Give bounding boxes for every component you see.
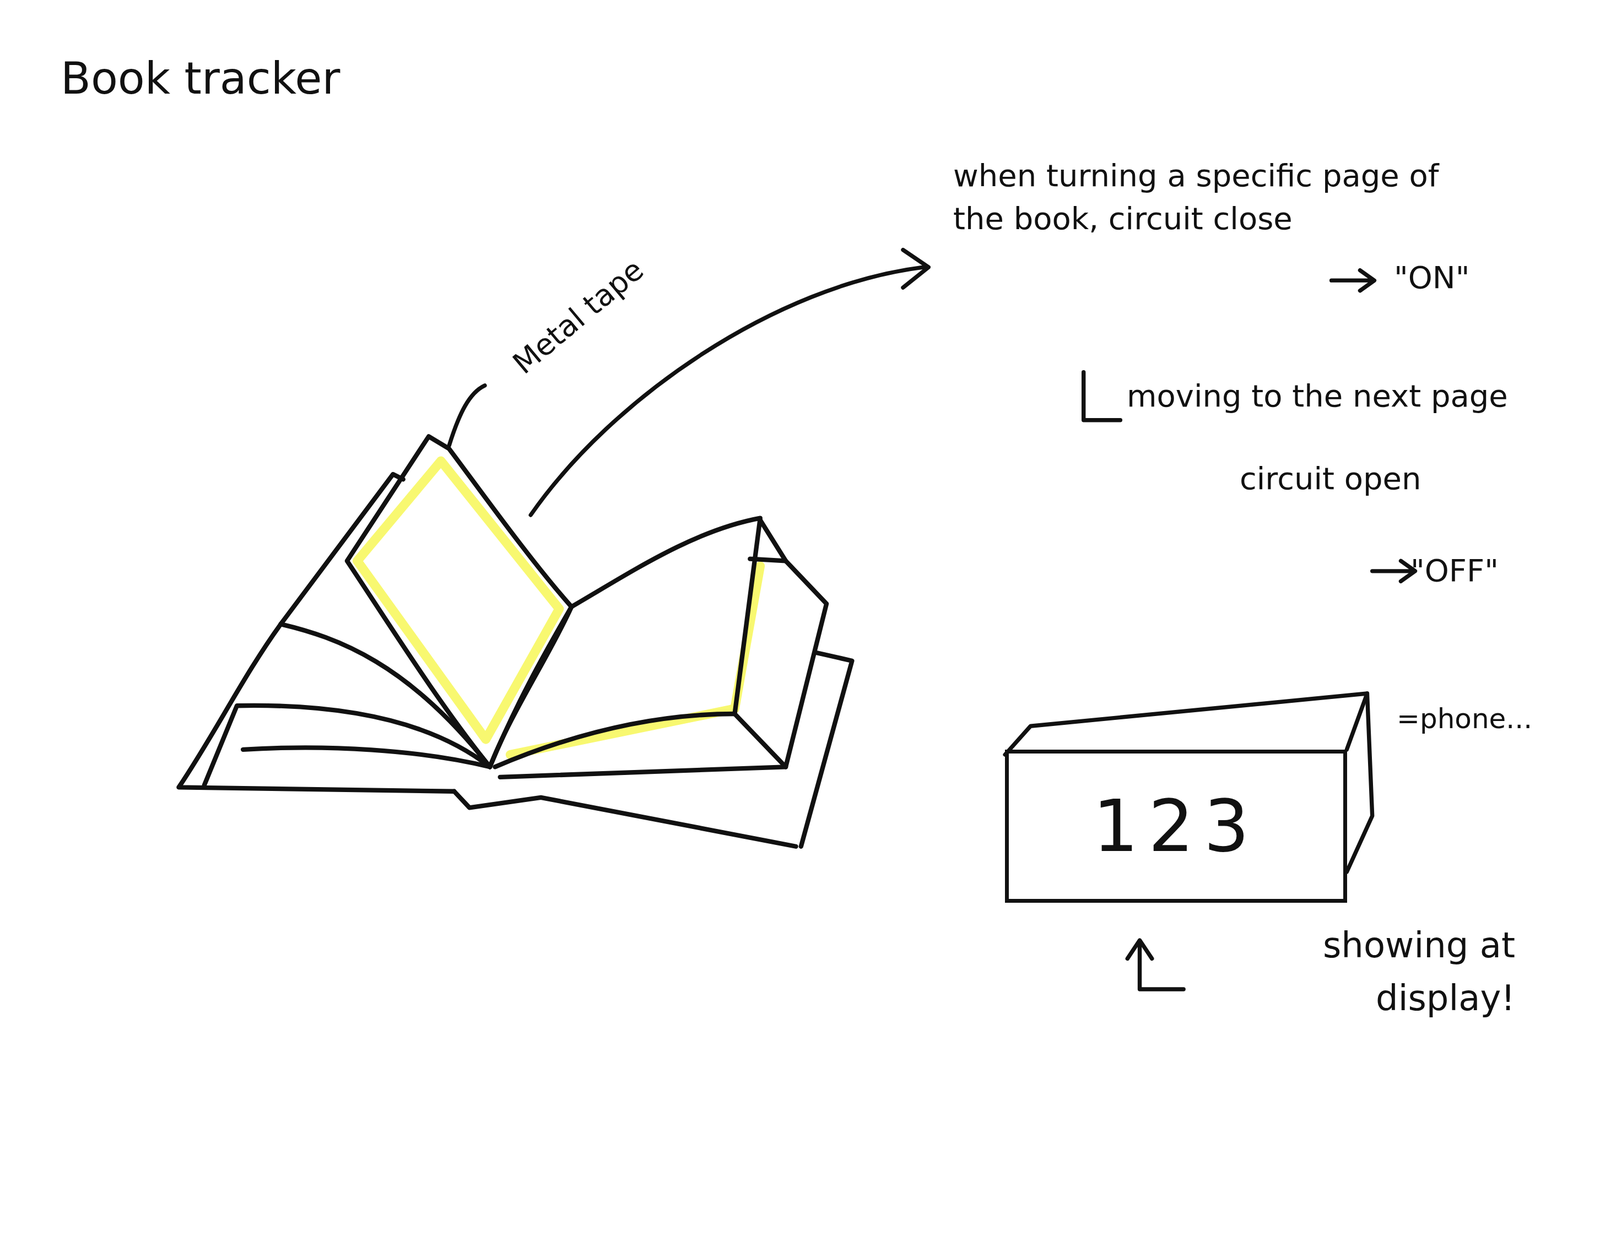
state-label: "OFF" <box>1410 552 1499 589</box>
note-text: =phone... <box>1396 702 1533 736</box>
metal-tape-highlight <box>357 461 760 755</box>
display-number: 123 <box>1092 787 1259 867</box>
note-text: when turning a specific page of the book… <box>953 154 1499 241</box>
display-box: 123 <box>1004 749 1348 904</box>
note-text: showing at display! <box>1206 919 1516 1025</box>
title: Book tracker <box>60 52 340 106</box>
book-drawing <box>178 436 852 847</box>
note-text: moving to the next page <box>1126 377 1508 415</box>
part-label: Metal tape <box>506 252 651 382</box>
annotation-lines <box>449 250 1415 990</box>
note-text: circuit open <box>1239 460 1422 497</box>
state-label: "ON" <box>1393 258 1470 296</box>
